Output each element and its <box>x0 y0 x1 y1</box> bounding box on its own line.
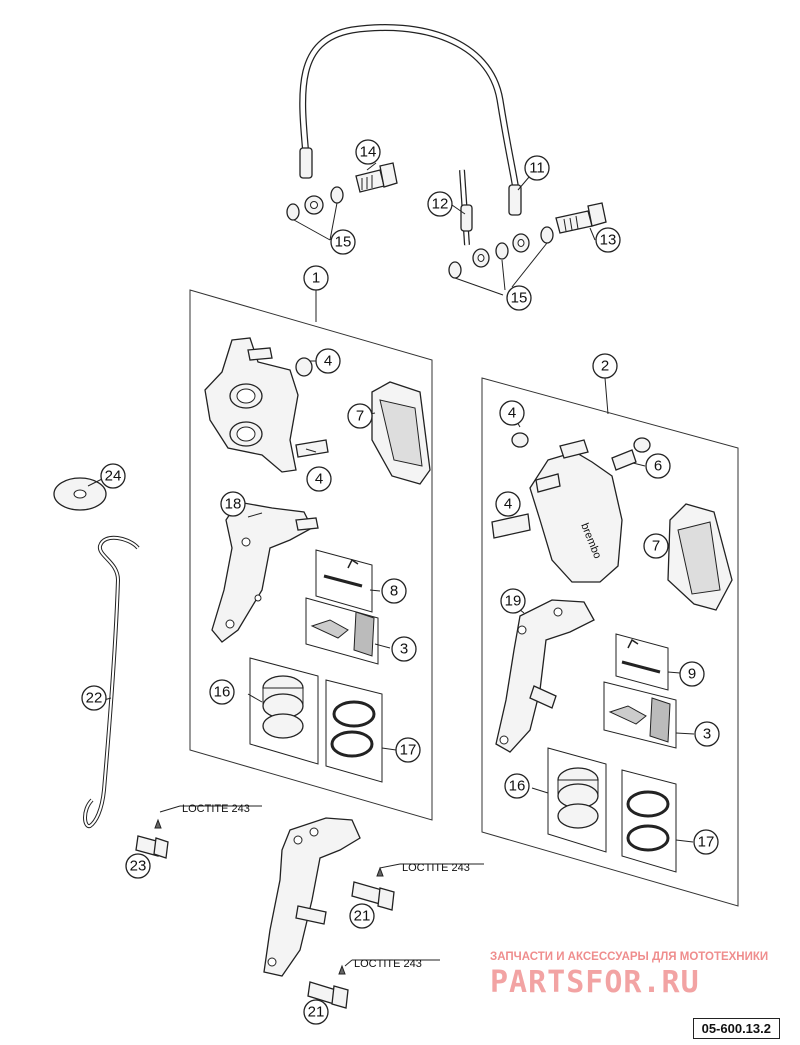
watermark-brand: PARTSFOR.RU <box>490 965 700 1000</box>
wire-clip-22 <box>83 535 140 829</box>
callout-23: 23 <box>125 853 151 879</box>
spring-kit-3-right <box>603 681 677 749</box>
svg-text:4: 4 <box>508 405 516 422</box>
callout-19: 19 <box>500 588 526 614</box>
callout-2: 2 <box>592 353 618 379</box>
svg-text:21: 21 <box>354 908 371 925</box>
washers-15 <box>286 186 554 279</box>
bolt-21-b <box>307 964 349 1009</box>
callout-24: 24 <box>100 463 126 489</box>
svg-text:8: 8 <box>390 583 398 600</box>
callout-4-b: 4 <box>306 466 332 492</box>
bracket-bottom <box>263 817 361 977</box>
bracket-18 <box>211 501 319 643</box>
brake-pad-right <box>667 503 733 611</box>
callout-12: 12 <box>427 191 453 217</box>
callout-4-c: 4 <box>499 400 525 426</box>
callout-14: 14 <box>355 139 381 165</box>
watermark-subtitle: ЗАПЧАСТИ И АКСЕССУАРЫ ДЛЯ МОТОТЕХНИКИ <box>490 951 768 963</box>
svg-text:22: 22 <box>86 690 103 707</box>
callout-1: 1 <box>303 265 329 291</box>
callout-6: 6 <box>645 453 671 479</box>
loctite-note-1: LOCTITE 243 <box>182 803 250 815</box>
loctite-note-3: LOCTITE 243 <box>354 958 422 970</box>
svg-text:4: 4 <box>324 353 332 370</box>
svg-text:13: 13 <box>600 232 617 249</box>
banjo-bolt-14 <box>355 162 398 193</box>
brake-hose <box>299 24 530 253</box>
banjo-bolt-13 <box>555 202 607 234</box>
callout-22: 22 <box>81 685 107 711</box>
brake-pad-left <box>371 381 431 485</box>
callout-4-a: 4 <box>315 348 341 374</box>
svg-text:21: 21 <box>308 1004 325 1021</box>
bracket-19 <box>495 599 595 753</box>
callout-21-a: 21 <box>349 903 375 929</box>
callout-7-a: 7 <box>347 403 373 429</box>
callout-11: 11 <box>524 155 550 181</box>
callout-16-a: 16 <box>209 679 235 705</box>
svg-text:9: 9 <box>688 666 696 683</box>
svg-text:17: 17 <box>400 742 417 759</box>
svg-text:3: 3 <box>400 641 408 658</box>
callout-17-a: 17 <box>395 737 421 763</box>
svg-text:16: 16 <box>214 684 231 701</box>
svg-text:17: 17 <box>698 834 715 851</box>
callout-13: 13 <box>595 227 621 253</box>
brake-line-12 <box>459 169 490 268</box>
pin-kit-9 <box>615 633 669 691</box>
svg-text:23: 23 <box>130 858 147 875</box>
svg-text:18: 18 <box>225 496 242 513</box>
svg-text:16: 16 <box>509 778 526 795</box>
callout-15-a: 15 <box>330 229 356 255</box>
grommet-24 <box>53 477 107 511</box>
svg-text:12: 12 <box>432 196 449 213</box>
callout-9: 9 <box>679 661 705 687</box>
loctite-note-2: LOCTITE 243 <box>402 862 470 874</box>
svg-text:24: 24 <box>105 468 122 485</box>
bolt-21-a <box>351 866 395 911</box>
callout-3-a: 3 <box>391 636 417 662</box>
piston-kit-16-right <box>547 747 607 853</box>
seal-kit-17-left <box>325 679 383 783</box>
seal-kit-17-right <box>621 769 677 873</box>
svg-text:7: 7 <box>356 408 364 425</box>
callout-7-b: 7 <box>643 533 669 559</box>
caliper-left <box>204 337 329 473</box>
callout-4-d: 4 <box>495 491 521 517</box>
spring-kit-3-left <box>305 597 379 665</box>
svg-text:14: 14 <box>360 144 377 161</box>
svg-text:15: 15 <box>511 290 528 307</box>
piston-kit-16-left <box>249 657 319 765</box>
svg-text:11: 11 <box>529 160 545 177</box>
bolt-23 <box>135 818 169 859</box>
pin-kit-8 <box>315 549 373 613</box>
svg-text:3: 3 <box>703 726 711 743</box>
caliper-right: brembo <box>491 432 651 583</box>
callout-15-b: 15 <box>506 285 532 311</box>
svg-text:4: 4 <box>315 471 323 488</box>
diagram-code: 05-600.13.2 <box>692 1018 780 1039</box>
callout-3-b: 3 <box>694 721 720 747</box>
callout-21-b: 21 <box>303 999 329 1025</box>
callout-8: 8 <box>381 578 407 604</box>
svg-text:19: 19 <box>505 593 522 610</box>
svg-text:4: 4 <box>504 496 512 513</box>
callout-18: 18 <box>220 491 246 517</box>
svg-text:6: 6 <box>654 458 662 475</box>
callouts: 1 2 14 11 12 13 15 15 4 4 7 18 8 3 16 17… <box>81 139 720 1025</box>
callout-16-b: 16 <box>504 773 530 799</box>
svg-text:1: 1 <box>312 270 320 287</box>
svg-text:15: 15 <box>335 234 352 251</box>
svg-text:2: 2 <box>601 358 609 375</box>
svg-text:7: 7 <box>652 538 660 555</box>
callout-17-b: 17 <box>693 829 719 855</box>
